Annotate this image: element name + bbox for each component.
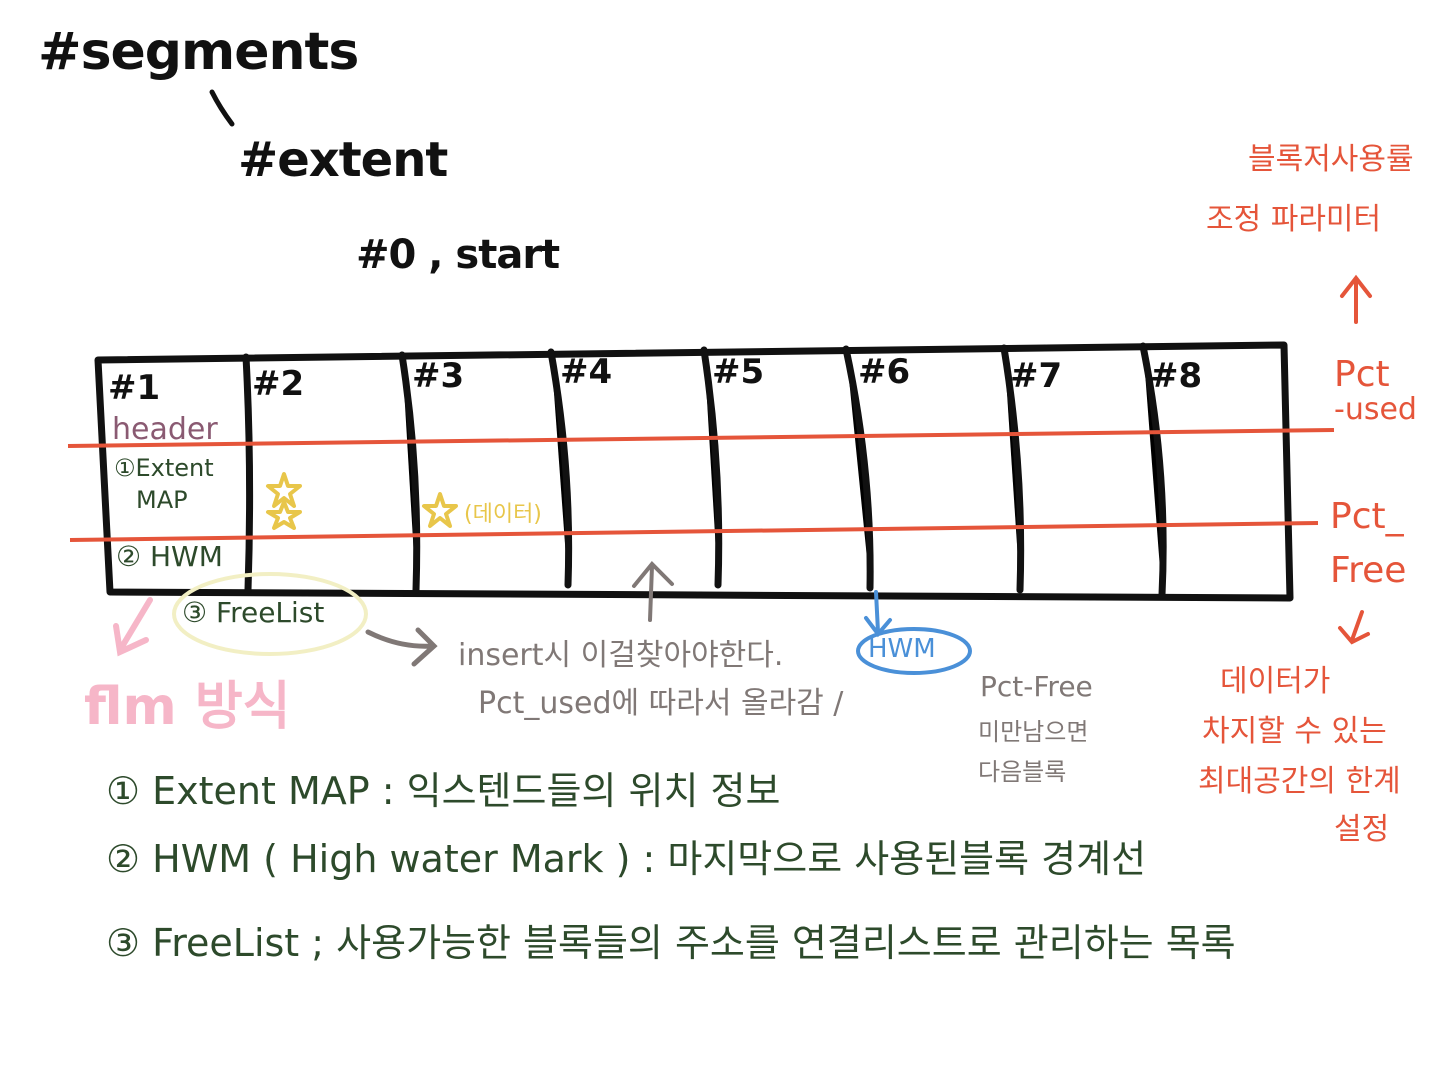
star-icon <box>266 472 302 508</box>
right-bottom-note-1: 데이터가 <box>1220 664 1331 699</box>
flm-label: flm 방식 <box>84 677 291 737</box>
pct-free-note-3: 다음블록 <box>978 758 1067 786</box>
block-label-5: #5 <box>712 352 765 392</box>
freelist-highlight <box>172 572 368 656</box>
title-segments: #segments <box>38 22 359 82</box>
block-label-3: #3 <box>412 356 465 396</box>
divider-1 <box>242 353 254 594</box>
pct-used-label-2: -used <box>1334 392 1417 427</box>
freelist-arrow <box>365 627 438 667</box>
right-bottom-note-3: 최대공간의 한계 <box>1198 764 1401 799</box>
pct-down-arrow <box>1338 610 1370 645</box>
legend-item-hwm: ② HWM ( High water Mark ) : 마지막으로 사용된블록 … <box>106 837 1147 881</box>
insert-up-arrow <box>632 561 674 622</box>
divider-6 <box>1000 344 1025 594</box>
star-icon <box>266 500 302 530</box>
pct-used-note: Pct_used에 따라서 올라감 / <box>478 686 844 721</box>
data-stars <box>266 472 458 530</box>
insert-note: insert시 이걸찾아야한다. <box>458 638 784 673</box>
block-label-7: #7 <box>1010 356 1063 396</box>
extent-outline <box>94 341 1294 602</box>
star-data-note: (데이터) <box>464 502 542 527</box>
pct-free-note-2: 미만남으면 <box>978 718 1089 746</box>
block-label-4: #4 <box>560 352 613 392</box>
pct-up-arrow <box>1340 274 1372 324</box>
legend-item-extent-map: ① Extent MAP : 익스텐드들의 위치 정보 <box>106 769 781 813</box>
hierarchy-connector <box>209 89 235 127</box>
hwm-bubble-outline <box>856 627 972 675</box>
pct-free-line <box>69 521 1319 542</box>
block-dividers <box>242 342 1167 599</box>
freelist-label: ③ FreeList <box>182 596 325 629</box>
extent-map-label-1: ①Extent <box>114 454 214 482</box>
divider-3 <box>547 348 573 589</box>
pct-free-label-2: Free <box>1330 550 1407 591</box>
hwm-label: ② HWM <box>116 540 223 573</box>
right-top-note-1: 블록저사용률 <box>1248 142 1414 177</box>
right-top-note-2: 조정 파라미터 <box>1206 202 1382 237</box>
pct-used-label-1: Pct <box>1334 354 1390 395</box>
divider-2 <box>398 351 421 594</box>
block-label-2: #2 <box>252 364 305 404</box>
divider-7 <box>1139 342 1167 599</box>
block-label-8: #8 <box>1150 356 1203 396</box>
pct-free-label-1: Pct_ <box>1330 496 1404 537</box>
title-start: #0 , start <box>356 232 560 278</box>
pct-used-line <box>67 428 1335 448</box>
legend-item-freelist: ③ FreeList ; 사용가능한 블록들의 주소를 연결리스트로 관리하는 … <box>106 921 1236 965</box>
right-bottom-note-4: 설정 <box>1334 812 1390 847</box>
block-label-6: #6 <box>858 352 911 392</box>
pct-free-note-1: Pct-Free <box>980 670 1093 703</box>
flm-arrow <box>113 597 153 657</box>
divider-4 <box>700 346 723 589</box>
extent-map-label-2: MAP <box>136 486 188 514</box>
star-icon <box>422 492 458 528</box>
header-label: header <box>112 412 218 447</box>
hwm-bubble-label: HWM <box>868 634 936 664</box>
right-bottom-note-2: 차지할 수 있는 <box>1202 714 1387 749</box>
block-label-1: #1 <box>108 368 161 408</box>
title-extent: #extent <box>238 132 448 188</box>
